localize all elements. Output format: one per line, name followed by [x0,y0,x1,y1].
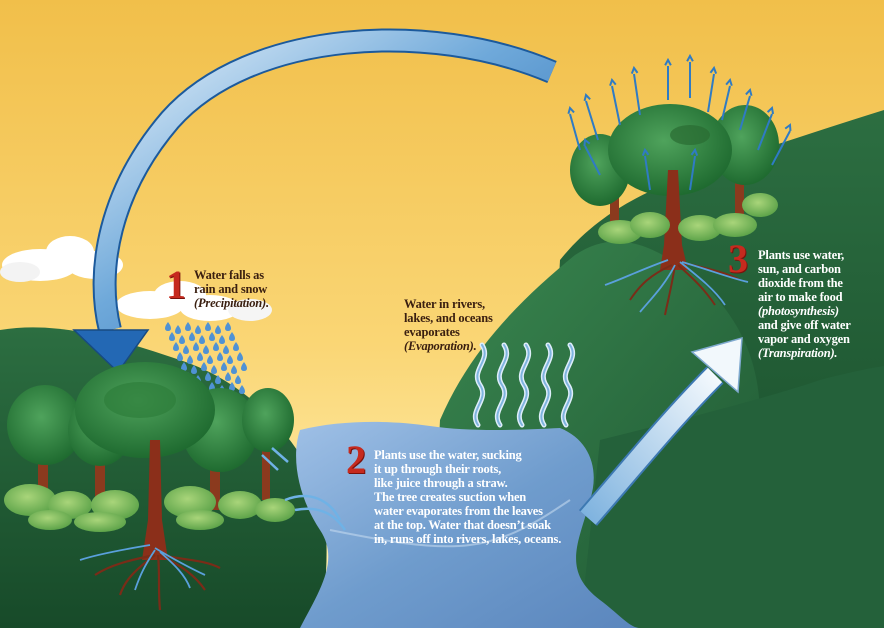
label-line: evaporates [404,325,493,339]
label-line: vapor and oxygen [758,332,851,346]
label-line: Plants use water, [758,248,851,262]
label-line: air to make food [758,290,851,304]
label-line: The tree creates suction when [374,490,561,504]
label-line: sun, and carbon [758,262,851,276]
label-line: and give off water [758,318,851,332]
label-line: Water falls as [194,268,269,282]
label-line: water evaporates from the leaves [374,504,561,518]
step-1-number: 1 [166,265,186,305]
label-line: rain and snow [194,282,269,296]
label-line: Plants use the water, sucking [374,448,561,462]
label-line: (Precipitation). [194,296,269,310]
label-line: dioxide from the [758,276,851,290]
label-line: like juice through a straw. [374,476,561,490]
step-2-number: 2 [346,440,366,480]
label-line: in, runs off into rivers, lakes, oceans. [374,532,561,546]
label-line: lakes, and oceans [404,311,493,325]
label-line: Water in rivers, [404,297,493,311]
step-3-number: 3 [728,239,748,279]
label-line: at the top. Water that doesn’t soak [374,518,561,532]
label-line: (photosynthesis) [758,304,851,318]
label-line: (Evaporation). [404,339,493,353]
label-line: (Transpiration). [758,346,851,360]
label-line: it up through their roots, [374,462,561,476]
